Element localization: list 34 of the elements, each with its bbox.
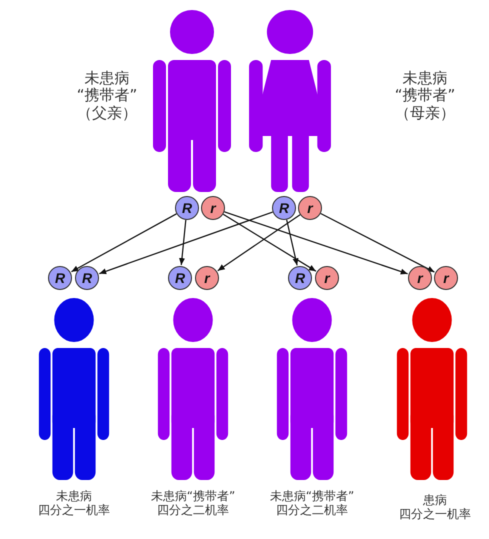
allele-circle: R: [48, 266, 72, 290]
allele-circle: R: [168, 266, 192, 290]
arrow: [217, 214, 300, 272]
node-label: 四分之二机率: [156, 504, 230, 518]
node-label: 四分之一机率: [37, 504, 111, 518]
allele-circle: R: [272, 196, 296, 220]
node-label: 未患病“携带者”: [150, 490, 236, 504]
node-label: “携带者”: [76, 87, 138, 104]
allele-circle: r: [195, 266, 219, 290]
node-label: 四分之二机率: [275, 504, 349, 518]
node-label: （母亲）: [394, 104, 456, 122]
allele-circle: r: [298, 196, 322, 220]
arrow: [222, 214, 316, 272]
node-label: 四分之一机率: [398, 508, 472, 522]
allele-circle: r: [315, 266, 339, 290]
node-label: 未患病“携带者”: [268, 490, 356, 504]
arrow: [286, 220, 298, 266]
allele-circle: R: [175, 196, 199, 220]
allele-circle: R: [75, 266, 99, 290]
allele-circle: R: [288, 266, 312, 290]
allele-circle: r: [408, 266, 432, 290]
node-label: （父亲）: [76, 104, 138, 122]
node-label: “携带者”: [394, 87, 456, 104]
allele-circle: r: [434, 266, 458, 290]
allele-circle: r: [201, 196, 225, 220]
node-label: 未患病: [55, 490, 93, 504]
arrow: [179, 220, 186, 266]
node-label: 未患病: [402, 70, 448, 88]
arrow: [99, 211, 273, 274]
arrow: [224, 211, 408, 274]
arrow: [71, 213, 177, 272]
node-label: 患病: [422, 494, 448, 508]
node-label: 未患病: [84, 70, 130, 88]
arrow: [320, 212, 435, 273]
